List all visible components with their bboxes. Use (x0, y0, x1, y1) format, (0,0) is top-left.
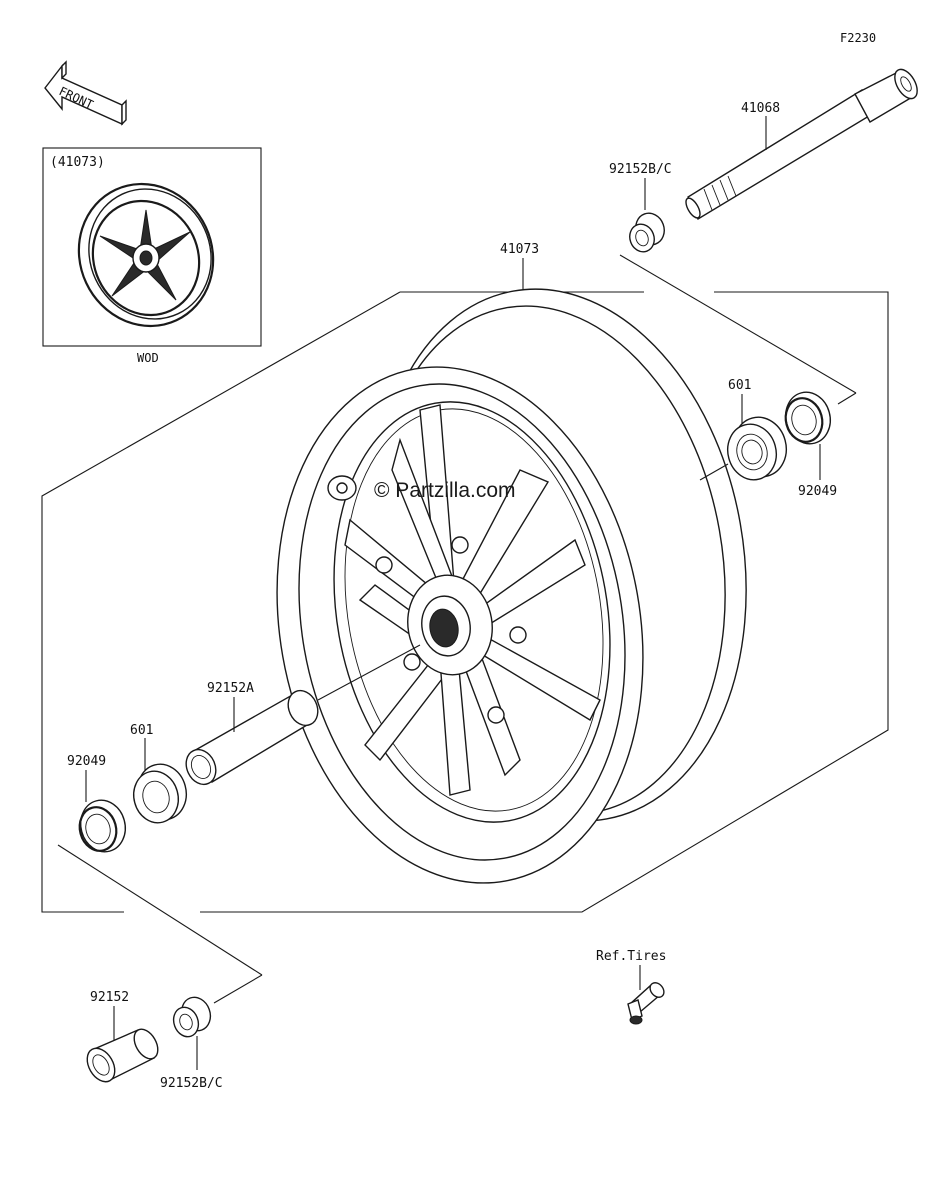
inset-part-ref: (41073) (50, 155, 105, 170)
watermark: © Partzilla.com (374, 479, 516, 502)
assembly-frame (41, 254, 889, 1004)
wheel-41073 (276, 288, 747, 884)
label-92049-right: 92049 (798, 484, 837, 499)
sleeve-92152 (86, 1028, 159, 1083)
valve-stem-icon (627, 982, 665, 1025)
bearing-left-601 (133, 763, 187, 824)
front-arrow-icon: FRONT (44, 60, 127, 126)
label-41073: 41073 (500, 242, 539, 257)
seal-left-92049 (78, 799, 126, 853)
wheel-hub (375, 536, 527, 724)
diagram-code: F2230 (840, 31, 876, 45)
inset-wheel-icon (77, 182, 215, 328)
label-92152bc-bottom: 92152B/C (160, 1076, 223, 1091)
seal-right-92049 (784, 391, 831, 445)
label-601-left: 601 (130, 723, 153, 738)
collar-bottom-92152bc (172, 996, 212, 1038)
label-601-right: 601 (728, 378, 751, 393)
label-92049-left: 92049 (67, 754, 106, 769)
spacer-92152a (185, 689, 319, 786)
bearing-right-601 (727, 416, 787, 481)
label-ref-tires: Ref.Tires (596, 949, 666, 964)
label-92152a: 92152A (207, 681, 254, 696)
inset-caption: WOD (137, 351, 159, 365)
collar-top-92152bc (629, 212, 665, 253)
axle-41068 (685, 68, 918, 221)
label-92152: 92152 (90, 990, 129, 1005)
label-92152bc-top: 92152B/C (609, 162, 672, 177)
label-41068: 41068 (741, 101, 780, 116)
inset-box: (41073) WOD (42, 147, 262, 365)
